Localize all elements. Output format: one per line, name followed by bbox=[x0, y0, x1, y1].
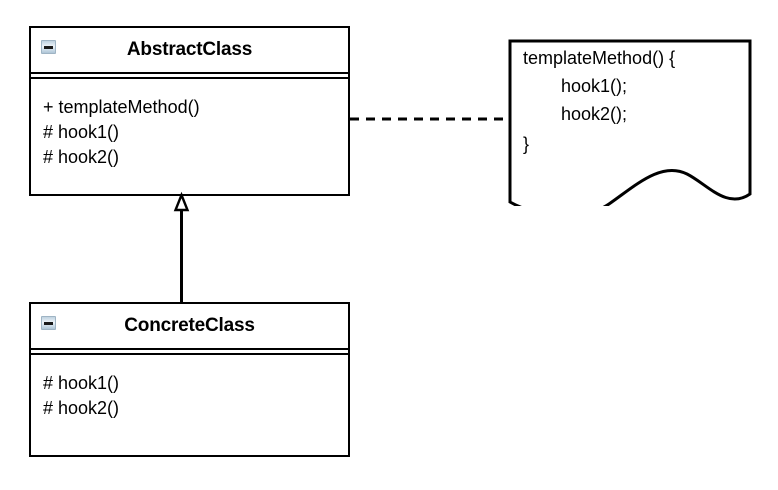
class-name-abstractclass: AbstractClass bbox=[126, 39, 253, 60]
class-member[interactable]: + templateMethod() bbox=[43, 97, 200, 117]
generalization-connector[interactable] bbox=[160, 190, 205, 310]
class-member[interactable]: # hook1() bbox=[43, 122, 120, 142]
class-member[interactable]: # hook2() bbox=[43, 398, 120, 418]
class-member[interactable]: # hook2() bbox=[43, 147, 120, 167]
class-header-concreteclass: ConcreteClass bbox=[31, 304, 348, 348]
minus-icon-bar bbox=[44, 45, 53, 49]
minus-icon-bar bbox=[44, 321, 53, 325]
note-text-layer: templateMethod() { hook1(); hook2(); } bbox=[505, 34, 757, 206]
note-outline-path bbox=[508, 39, 752, 206]
hollow-triangle-arrowhead bbox=[173, 191, 190, 212]
note-link-connector[interactable] bbox=[350, 110, 512, 128]
note-line: } bbox=[523, 134, 530, 154]
class-header-abstractclass: AbstractClass bbox=[31, 28, 348, 72]
uml-note-templatemethod[interactable]: templateMethod() { hook1(); hook2(); } bbox=[505, 34, 757, 206]
uml-class-abstractclass[interactable]: AbstractClass + templateMethod() # hook1… bbox=[29, 26, 350, 196]
class-name-concreteclass: ConcreteClass bbox=[124, 315, 255, 336]
uml-class-concreteclass[interactable]: ConcreteClass # hook1() # hook2() bbox=[29, 302, 350, 457]
note-line: hook2(); bbox=[561, 104, 628, 124]
class-member[interactable]: # hook1() bbox=[43, 373, 120, 393]
class-members-concreteclass: # hook1() # hook2() bbox=[31, 355, 348, 421]
minus-icon[interactable] bbox=[41, 316, 56, 330]
minus-icon[interactable] bbox=[41, 40, 56, 54]
note-line: hook1(); bbox=[561, 76, 628, 96]
class-divider-concreteclass bbox=[31, 348, 348, 355]
note-line: templateMethod() { bbox=[523, 48, 676, 68]
class-members-abstractclass: + templateMethod() # hook1() # hook2() bbox=[31, 79, 348, 170]
class-divider-abstractclass bbox=[31, 72, 348, 79]
note-shape bbox=[508, 39, 752, 206]
